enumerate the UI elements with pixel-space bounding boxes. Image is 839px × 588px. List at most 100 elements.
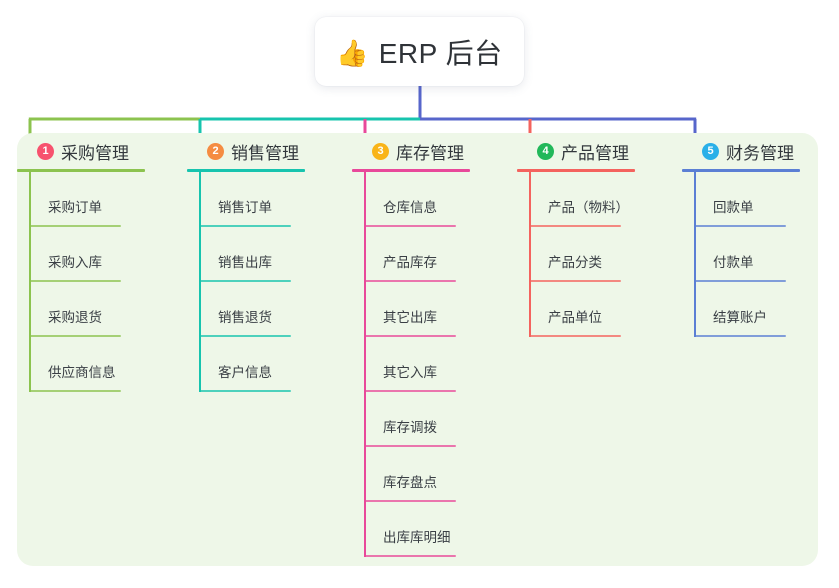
- branch-title: 库存管理: [396, 143, 464, 163]
- branch-item[interactable]: 出库库明细: [352, 502, 517, 557]
- branch-header-rule: [187, 169, 305, 172]
- branch-number-badge: 2: [207, 142, 224, 160]
- branch-header-5[interactable]: 5 财务管理: [682, 133, 818, 169]
- branch-item-rule: [694, 335, 786, 337]
- branch-item-rule: [694, 280, 786, 282]
- branch-item-label: 采购入库: [48, 255, 102, 270]
- branches-panel: [17, 133, 818, 566]
- branch-item-rule: [529, 225, 621, 227]
- branch-item-rule: [29, 335, 121, 337]
- branch-item[interactable]: 供应商信息: [17, 337, 187, 392]
- branch-item-rule: [364, 500, 456, 502]
- branch-item[interactable]: 采购入库: [17, 227, 187, 282]
- branch-title: 销售管理: [231, 143, 299, 163]
- branch-column-4: 4 产品管理产品（物料） 产品分类产品单位: [517, 133, 682, 566]
- branch-column-3: 3 库存管理仓库信息产品库存其它出库其它入库库存调拨库存盘点出库库明细: [352, 133, 517, 566]
- branch-column-5: 5 财务管理回款单付款单结算账户: [682, 133, 818, 566]
- branch-item-rule: [364, 390, 456, 392]
- branch-item[interactable]: 结算账户: [682, 282, 818, 337]
- branch-item-list: 采购订单采购入库采购退货供应商信息: [17, 172, 187, 392]
- branch-item[interactable]: 采购订单: [17, 172, 187, 227]
- branch-item[interactable]: 产品单位: [517, 282, 682, 337]
- branch-item-label: 销售订单: [218, 200, 272, 215]
- branch-item-rule: [29, 225, 121, 227]
- branch-item[interactable]: 客户信息: [187, 337, 352, 392]
- branch-item-label: 结算账户: [713, 310, 767, 325]
- branch-header-rule: [17, 169, 145, 172]
- branch-spine: [529, 172, 531, 337]
- branch-item[interactable]: 回款单: [682, 172, 818, 227]
- branch-item[interactable]: 产品库存: [352, 227, 517, 282]
- branch-item[interactable]: 产品（物料）: [517, 172, 682, 227]
- branch-item[interactable]: 付款单: [682, 227, 818, 282]
- branch-item[interactable]: 库存盘点: [352, 447, 517, 502]
- branch-item-rule: [364, 225, 456, 227]
- branch-item-rule: [529, 280, 621, 282]
- branch-item-label: 采购退货: [48, 310, 102, 325]
- branch-item-rule: [29, 280, 121, 282]
- branch-item-label: 仓库信息: [383, 200, 437, 215]
- branch-item-label: 产品单位: [548, 310, 602, 325]
- branch-item[interactable]: 仓库信息: [352, 172, 517, 227]
- branch-item-rule: [29, 390, 121, 392]
- root-node-card[interactable]: 👍 ERP 后台: [315, 17, 524, 86]
- branch-spine: [364, 172, 366, 557]
- branch-title: 财务管理: [726, 143, 794, 163]
- branch-item-list: 回款单付款单结算账户: [682, 172, 818, 337]
- branch-item-label: 产品库存: [383, 255, 437, 270]
- branch-item-list: 产品（物料） 产品分类产品单位: [517, 172, 682, 337]
- branch-header-rule: [682, 169, 800, 172]
- branch-item[interactable]: 销售出库: [187, 227, 352, 282]
- branch-spine: [694, 172, 696, 337]
- branch-item-label: 回款单: [713, 200, 754, 215]
- branch-item[interactable]: 采购退货: [17, 282, 187, 337]
- branch-item-rule: [529, 335, 621, 337]
- branch-item-rule: [364, 335, 456, 337]
- branch-item-label: 库存盘点: [383, 475, 437, 490]
- branch-item-rule: [199, 280, 291, 282]
- branch-item-rule: [199, 335, 291, 337]
- branch-title: 采购管理: [61, 143, 129, 163]
- branch-item-label: 出库库明细: [383, 530, 451, 545]
- branch-item-label: 供应商信息: [48, 365, 116, 380]
- branch-item[interactable]: 产品分类: [517, 227, 682, 282]
- branch-header-rule: [352, 169, 470, 172]
- branch-title: 产品管理: [561, 143, 629, 163]
- branch-spine: [29, 172, 31, 392]
- branch-item-label: 付款单: [713, 255, 754, 270]
- branch-item-rule: [364, 445, 456, 447]
- branch-item[interactable]: 库存调拨: [352, 392, 517, 447]
- branch-item-label: 销售出库: [218, 255, 272, 270]
- branch-item[interactable]: 销售退货: [187, 282, 352, 337]
- branch-column-2: 2 销售管理销售订单销售出库销售退货客户信息: [187, 133, 352, 566]
- branch-item[interactable]: 销售订单: [187, 172, 352, 227]
- branch-item-label: 其它出库: [383, 310, 437, 325]
- root-node-title: ERP 后台: [378, 37, 503, 69]
- branch-item-label: 产品分类: [548, 255, 602, 270]
- branch-item-list: 销售订单销售出库销售退货客户信息: [187, 172, 352, 392]
- branch-item-rule: [199, 390, 291, 392]
- branch-header-3[interactable]: 3 库存管理: [352, 133, 517, 169]
- branch-item[interactable]: 其它出库: [352, 282, 517, 337]
- branch-item-rule: [364, 280, 456, 282]
- branch-number-badge: 4: [537, 142, 554, 160]
- branch-number-badge: 3: [372, 142, 389, 160]
- branch-item-rule: [364, 555, 456, 557]
- branch-item-label: 采购订单: [48, 200, 102, 215]
- branch-header-rule: [517, 169, 635, 172]
- branch-item-list: 仓库信息产品库存其它出库其它入库库存调拨库存盘点出库库明细: [352, 172, 517, 557]
- branch-item-label: 销售退货: [218, 310, 272, 325]
- branch-item-label: 库存调拨: [383, 420, 437, 435]
- branch-number-badge: 5: [702, 142, 719, 160]
- branch-item-label: 客户信息: [218, 365, 272, 380]
- branch-header-4[interactable]: 4 产品管理: [517, 133, 682, 169]
- branch-item-rule: [694, 225, 786, 227]
- branch-item[interactable]: 其它入库: [352, 337, 517, 392]
- branch-header-2[interactable]: 2 销售管理: [187, 133, 352, 169]
- branch-spine: [199, 172, 201, 392]
- branch-item-label: 其它入库: [383, 365, 437, 380]
- branch-item-label: 产品（物料）: [548, 200, 629, 215]
